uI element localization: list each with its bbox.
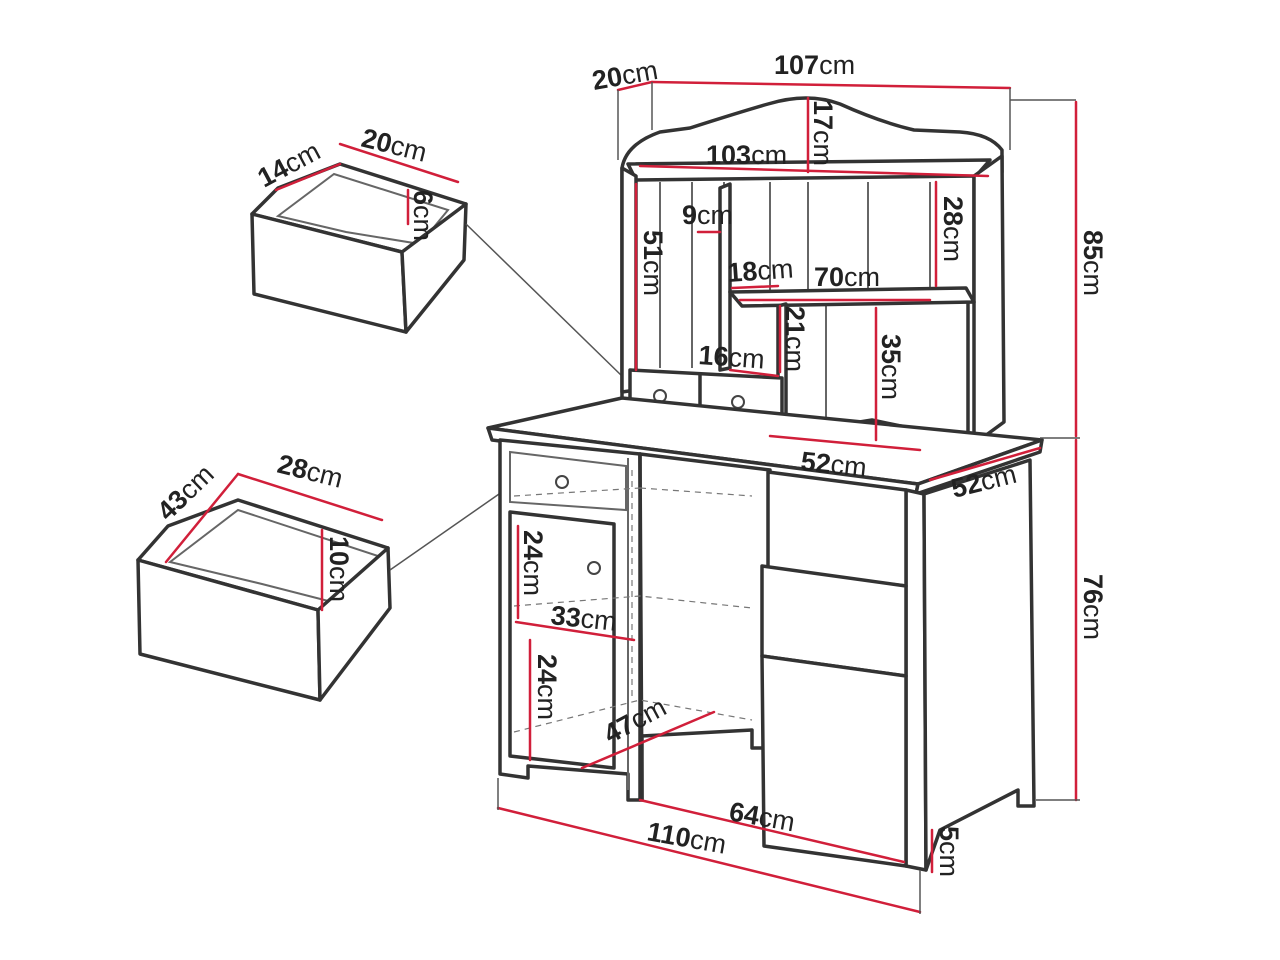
hutch-back-panel: [620, 96, 1004, 446]
desk-illustration: [486, 96, 1044, 872]
right-side-panel: [922, 458, 1036, 872]
dimension-labels: 14cm 20cm 6cm 43cm 28cm 10cm 20cm 107cm …: [151, 50, 1108, 877]
hutch-divider: [718, 182, 732, 372]
large-drawer-side: [316, 546, 392, 702]
pedestal-door-knob: [587, 561, 601, 575]
label-shelf-width: 70cm: [814, 262, 880, 292]
large-drawer-illustration: [136, 498, 392, 702]
dim-line-hutch-width: [650, 80, 1012, 90]
label-crown-height: 17cm: [808, 100, 838, 166]
label-small-drawer-height: 6cm: [408, 190, 438, 241]
pedestal-top-drawer: [509, 450, 627, 512]
hutch-left-side: [620, 166, 638, 394]
dim-line-desk-depth-side: [928, 446, 1042, 482]
label-small-drawer-opening: 16cm: [698, 340, 766, 375]
dim-line-small-drawer-depth: [274, 162, 342, 192]
label-large-drawer-height: 10cm: [324, 536, 354, 602]
hutch-middle-shelf: [728, 286, 976, 308]
label-desk-depth-front: 52cm: [799, 446, 868, 483]
left-pedestal-side: [638, 452, 772, 802]
label-hutch-left-height: 51cm: [638, 230, 668, 296]
label-total-width: 110cm: [645, 816, 729, 859]
hidden-shelf-line: [639, 487, 753, 497]
label-small-gap: 9cm: [682, 200, 733, 230]
dim-line-cabinet-width: [514, 620, 636, 642]
small-drawer-illustration: [250, 162, 468, 334]
label-shelf-depth: 18cm: [726, 253, 794, 288]
label-upper-shelf-height: 28cm: [938, 196, 968, 262]
hutch-drawer-knob-right: [731, 395, 745, 409]
label-hutch-width: 107cm: [774, 50, 855, 80]
dimension-lines: [164, 80, 1080, 914]
label-middle-height: 21cm: [780, 306, 810, 372]
label-cabinet-lower-height: 24cm: [532, 654, 562, 720]
label-hutch-inner-width: 103cm: [706, 140, 787, 170]
dim-line-large-drawer-depth: [164, 472, 240, 564]
dim-line-hutch-inner-width: [638, 164, 990, 178]
label-hutch-depth: 20cm: [590, 55, 660, 96]
label-leg-height: 5cm: [934, 826, 964, 877]
dim-line-small-drawer-width: [338, 142, 460, 184]
label-legroom-width: 64cm: [727, 796, 797, 837]
label-lower-open-height: 35cm: [876, 334, 906, 400]
hidden-shelf-line: [513, 487, 643, 497]
hutch-right-side: [972, 154, 1006, 446]
dim-line-cabinet-depth: [580, 710, 716, 770]
dim-line-large-drawer-width: [236, 472, 384, 522]
dim-line-total-width: [496, 806, 922, 914]
hidden-shelf-line: [513, 595, 753, 609]
label-desk-height: 76cm: [1078, 574, 1108, 640]
pedestal-drawer-knob: [555, 475, 569, 489]
dim-line-desk-depth-front: [768, 434, 922, 452]
small-drawer-side: [400, 202, 468, 334]
dim-line-hutch-depth: [616, 80, 654, 92]
label-total-height: 85cm: [1078, 230, 1108, 296]
right-drawer-lower: [760, 654, 908, 868]
dim-line-legroom-width: [638, 798, 906, 864]
label-cabinet-width: 33cm: [549, 600, 618, 637]
label-desk-depth-side: 52cm: [948, 459, 1019, 504]
dim-line-small-drawer-width: [728, 368, 780, 378]
small-drawer-leader-line: [465, 223, 625, 379]
label-cabinet-upper-height: 24cm: [518, 530, 548, 596]
pedestal-door: [508, 510, 616, 770]
dim-line-shelf-depth: [730, 284, 780, 290]
label-large-drawer-width: 28cm: [275, 449, 346, 494]
